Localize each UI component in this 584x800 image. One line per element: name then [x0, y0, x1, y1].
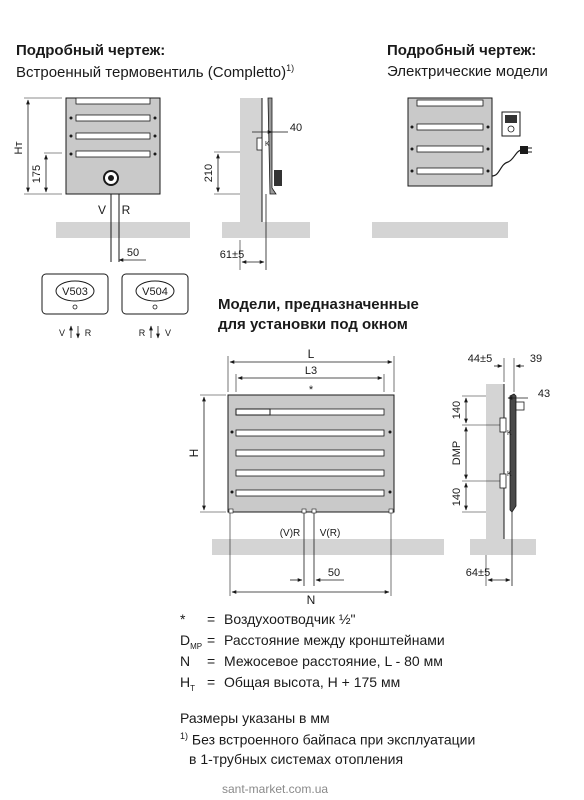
- legend-equals: =: [207, 653, 216, 669]
- dim-210: 210: [203, 164, 215, 182]
- radiator-slot: [75, 150, 151, 158]
- footnote: 1) Без встроенного байпаса при эксплуата…: [180, 731, 475, 748]
- label-v: V: [98, 203, 106, 217]
- radiator-slot: [75, 132, 151, 140]
- label-k: K: [507, 430, 512, 437]
- completto-side-view: K 40 210 61±5: [203, 97, 310, 270]
- bracket-k: [499, 473, 507, 489]
- power-cable: [491, 149, 523, 177]
- legend-symbol-sub: T: [190, 683, 196, 693]
- label-r: R: [122, 203, 131, 217]
- window-models-title-line2: для установки под окном: [218, 316, 408, 333]
- bracket-k: [499, 417, 507, 433]
- legend-equals: =: [207, 674, 216, 690]
- label-vr: (V)R: [280, 528, 301, 539]
- radiator-slot: [75, 97, 151, 105]
- footnote-mark: 1): [286, 63, 295, 73]
- left-detail-title: Подробный чертеж:: [16, 42, 166, 59]
- dim-h: H: [187, 449, 201, 458]
- legend-symbol-dmp: DMP: [180, 632, 202, 651]
- plug-icon: [520, 146, 528, 154]
- legend-equals: =: [207, 632, 216, 648]
- completto-front-view: Hт 175 V R 50 V503 V504 V R R V: [13, 97, 190, 339]
- watermark: sant-market.com.ua: [222, 782, 329, 796]
- legend-text-air-vent: Воздухоотводчик ½": [224, 611, 356, 627]
- dim-40: 40: [290, 122, 302, 134]
- footnote-line2: в 1-трубных системах отопления: [189, 751, 404, 767]
- label-k: K: [265, 141, 270, 148]
- air-vent-marker: *: [309, 384, 314, 396]
- dim-l3: L3: [305, 365, 317, 377]
- radiator-profile: [509, 393, 517, 513]
- left-detail-subtitle-text: Встроенный термовентиль (Completto): [16, 64, 287, 81]
- valve-label-v503: V503: [62, 286, 88, 298]
- dim-64: 64±5: [466, 567, 490, 579]
- dim-ht: Hт: [13, 142, 25, 155]
- dim-140-bottom: 140: [451, 488, 463, 506]
- valve-head: [274, 170, 282, 186]
- electric-model-view: [372, 97, 532, 238]
- dim-43: 43: [538, 388, 550, 400]
- dim-44: 44±5: [468, 353, 492, 365]
- radiator-slot: [75, 114, 151, 122]
- right-detail-title: Подробный чертеж:: [387, 42, 537, 59]
- legend-text-center-distance: Межосевое расстояние, L - 80 мм: [224, 653, 443, 669]
- window-models-title-line1: Модели, предназначенные: [218, 296, 419, 313]
- window-model-front-view: L L3 * H (V)R V(R) 50 N: [187, 347, 444, 607]
- window-model-side-view: K K 44±5 39 43 140 DMP 140 64±5: [451, 353, 550, 586]
- dim-39: 39: [530, 353, 542, 365]
- legend-equals: =: [207, 611, 216, 627]
- dim-50: 50: [127, 247, 139, 259]
- flow-label-v: V: [59, 328, 65, 338]
- footnote-mark: 1): [180, 731, 189, 741]
- legend-symbol-main: H: [180, 674, 191, 690]
- footnote-line1: Без встроенного байпаса при эксплуатации: [191, 731, 476, 748]
- dim-175: 175: [31, 165, 43, 183]
- right-detail-subtitle: Электрические модели: [387, 63, 548, 80]
- wall: [486, 384, 504, 539]
- legend-symbol-sub: MP: [190, 641, 203, 651]
- label-k: K: [507, 471, 512, 478]
- flow-label-r: R: [139, 328, 146, 338]
- legend-symbol-main: D: [180, 632, 191, 648]
- bracket-k: [256, 137, 263, 151]
- dim-140-top: 140: [451, 401, 463, 419]
- flow-label-r: R: [85, 328, 92, 338]
- dim-l: L: [308, 347, 315, 361]
- radiator-profile: [267, 97, 277, 195]
- floor-strip: [56, 222, 190, 238]
- label-rv: V(R): [320, 528, 341, 539]
- wall: [240, 98, 262, 222]
- dim-dmp: DMP: [451, 441, 463, 465]
- legend-symbol-star: *: [180, 611, 186, 627]
- dim-n: N: [307, 593, 316, 607]
- legend-symbol-ht: HT: [180, 674, 195, 693]
- legend-text-bracket-distance: Расстояние между кронштейнами: [224, 632, 445, 648]
- flow-label-v: V: [165, 328, 171, 338]
- dim-50: 50: [328, 567, 340, 579]
- legend-text-total-height: Общая высота, H + 175 мм: [224, 674, 401, 690]
- left-detail-subtitle: Встроенный термовентиль (Completto)1): [16, 63, 294, 81]
- units-note: Размеры указаны в мм: [180, 710, 330, 726]
- legend-symbol-n: N: [180, 653, 191, 669]
- dim-61: 61±5: [220, 249, 244, 261]
- valve-label-v504: V504: [142, 286, 168, 298]
